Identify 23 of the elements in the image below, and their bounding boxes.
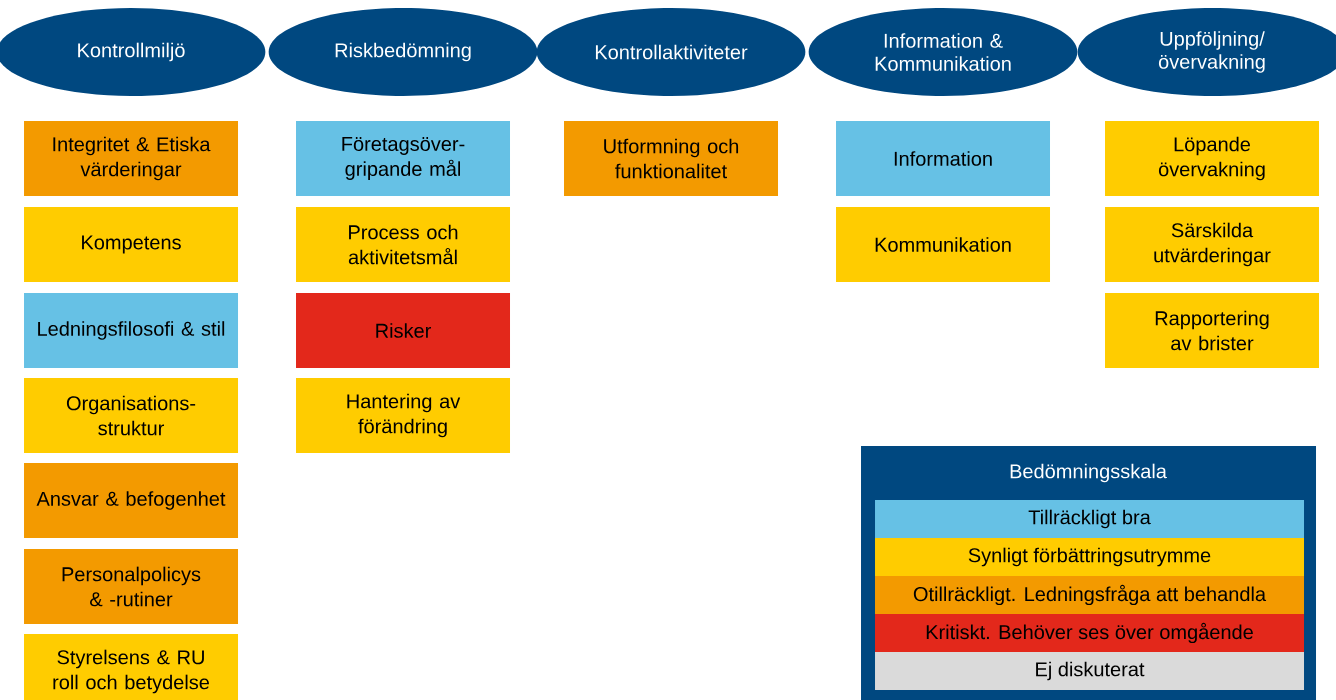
legend-title: Bedömningsskala (1010, 463, 1167, 483)
rating-box: Organisations- struktur (24, 378, 238, 453)
rating-box: Kommunikation (836, 207, 1050, 282)
rating-box: Företagsöver- gripande mål (296, 121, 510, 196)
rating-box: Ledningsfilosofi & stil (24, 293, 238, 368)
legend-entry: Tillräckligt bra (875, 500, 1304, 538)
legend-entry: Otillräckligt. Ledningsfråga att behandla (875, 576, 1304, 614)
rating-box: Personalpolicys & -rutiner (24, 549, 238, 624)
rating-box: Risker (296, 293, 510, 368)
rating-box: Integritet & Etiska värderingar (24, 121, 238, 196)
rating-box: Särskilda utvärderingar (1105, 207, 1319, 282)
rating-box: Utformning och funktionalitet (564, 121, 778, 196)
legend-entry: Ej diskuterat (875, 652, 1304, 690)
rating-box: Styrelsens & RU roll och betydelse (24, 634, 238, 700)
rating-box: Process och aktivitetsmål (296, 207, 510, 282)
rating-box: Rapportering av brister (1105, 293, 1319, 368)
rating-box: Hantering av förändring (296, 378, 510, 453)
rating-box: Kompetens (24, 207, 238, 282)
legend-entry: Synligt förbättringsutrymme (875, 538, 1304, 576)
rating-box: Ansvar & befogenhet (24, 463, 238, 538)
rating-box: Löpande övervakning (1105, 121, 1319, 196)
legend-entry: Kritiskt. Behöver ses över omgående (875, 614, 1304, 652)
rating-box: Information (836, 121, 1050, 196)
